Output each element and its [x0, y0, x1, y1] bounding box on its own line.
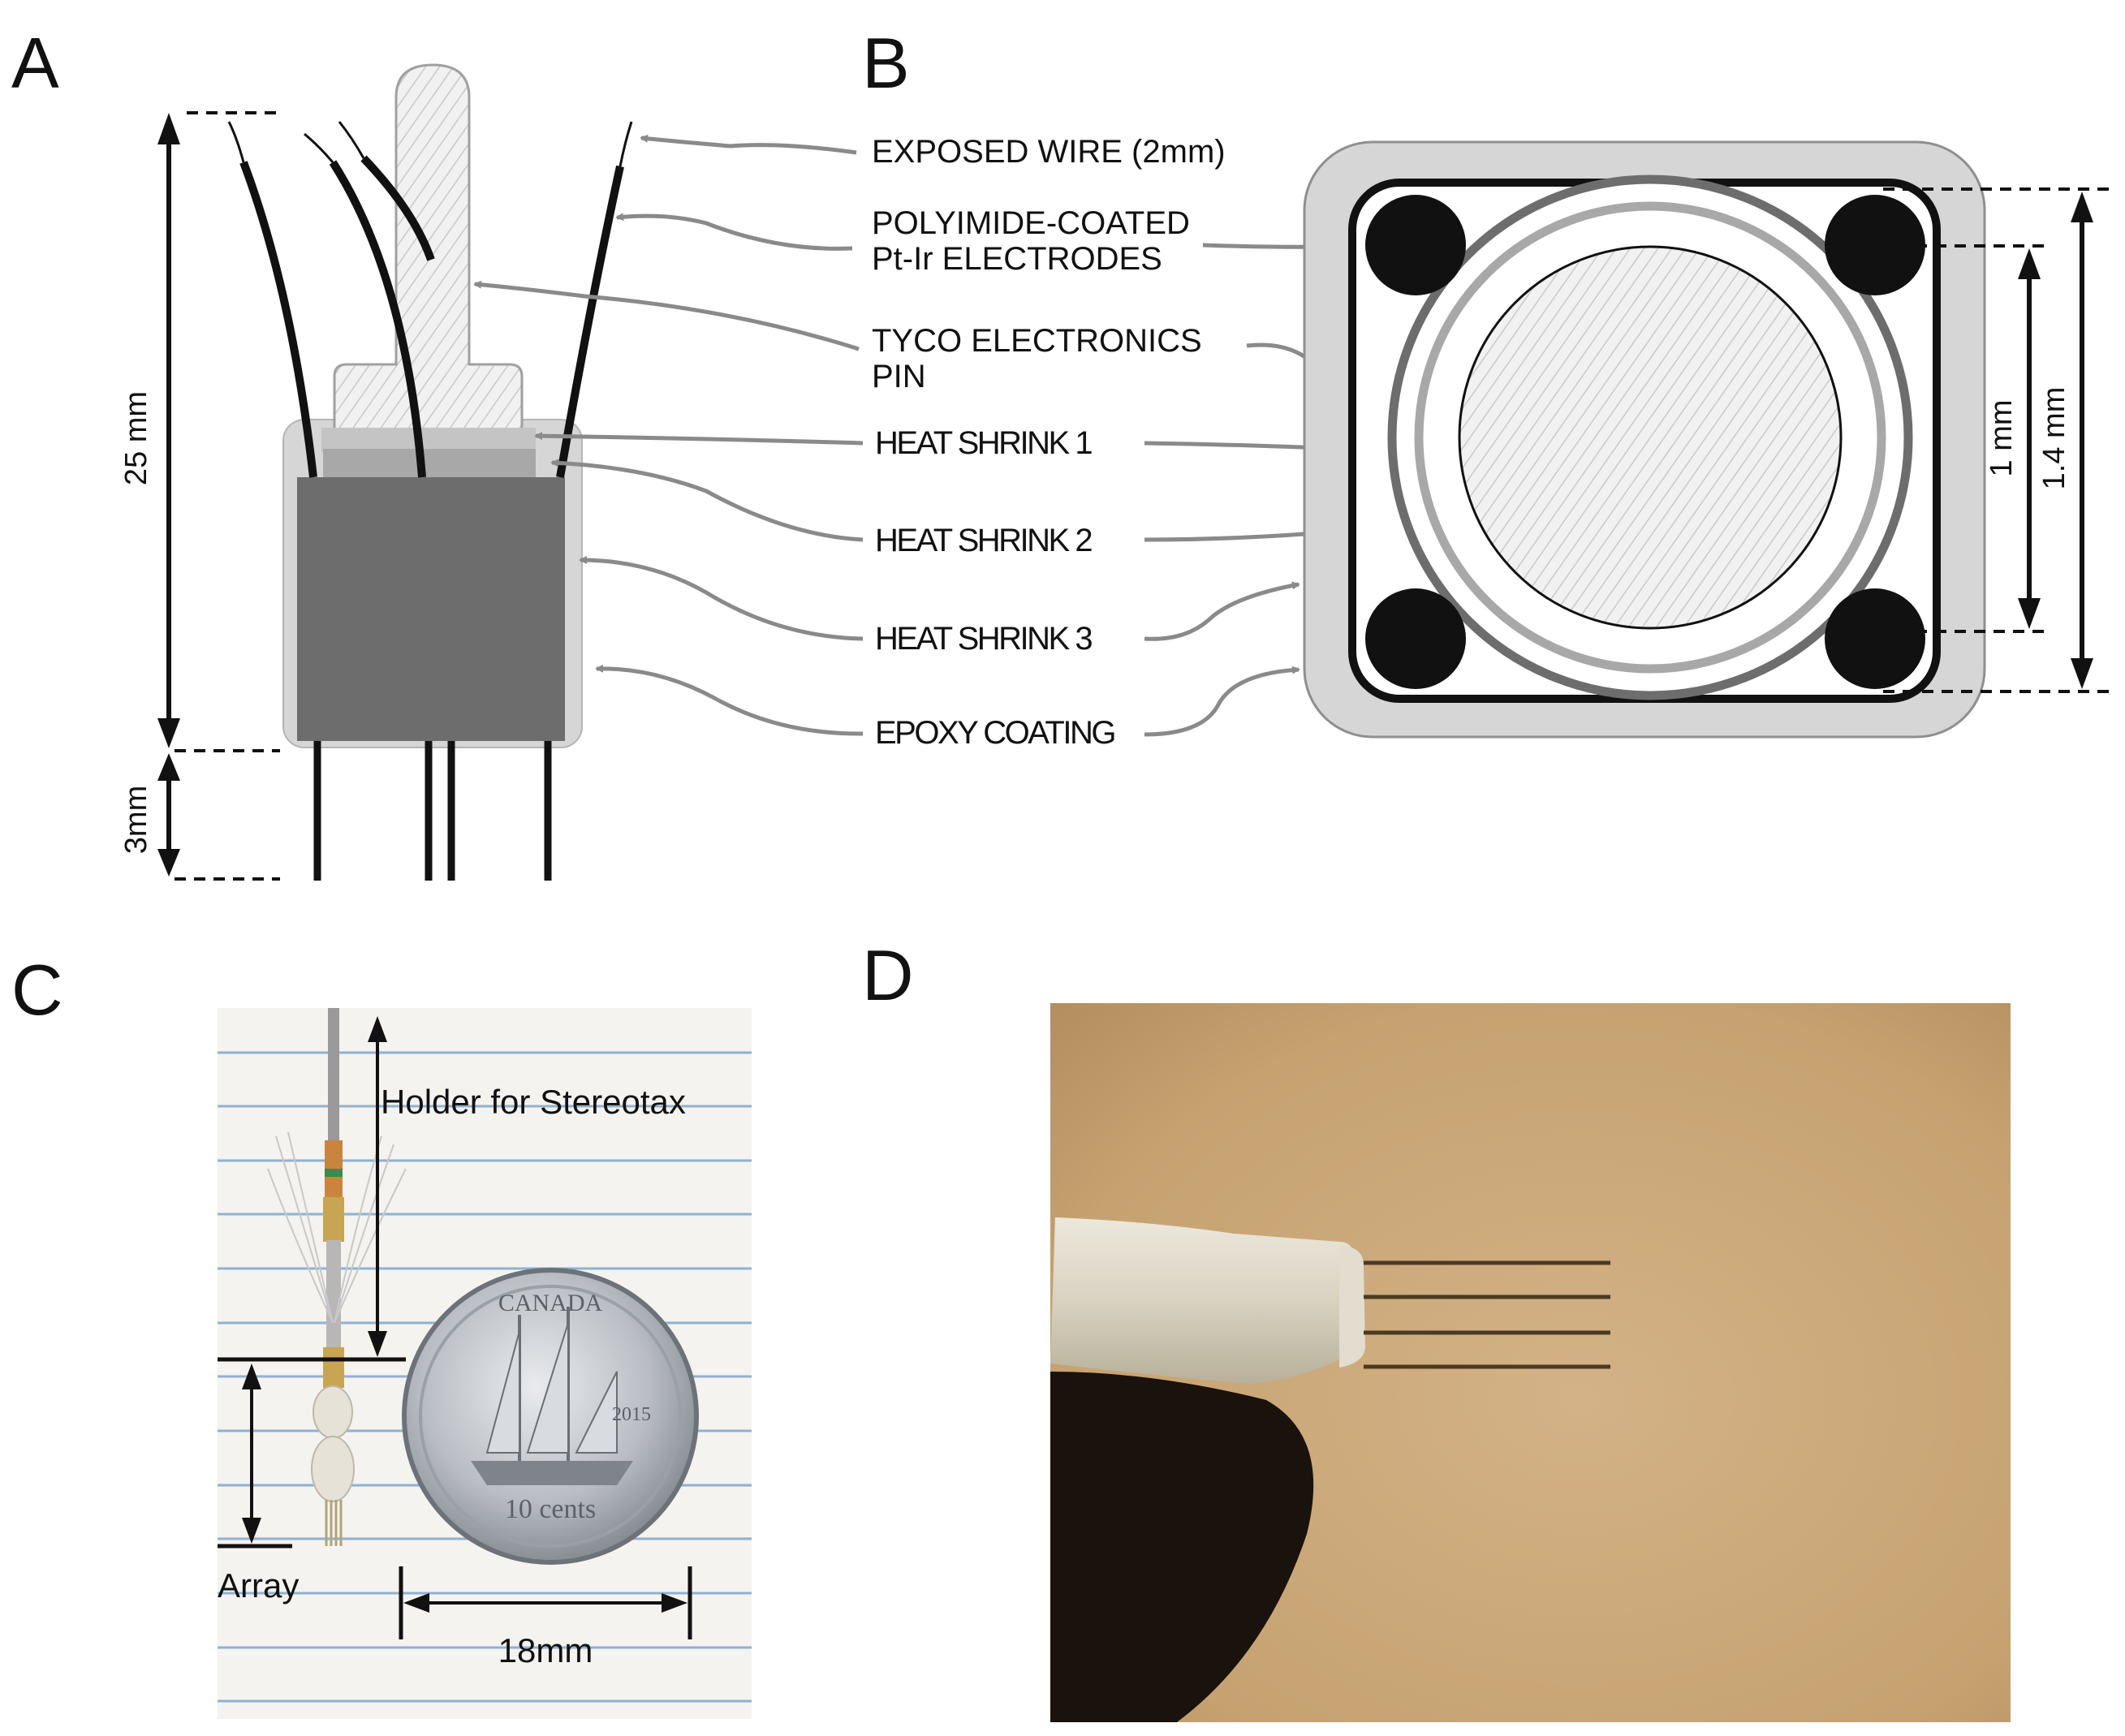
heat-shrink-3-shape: [297, 477, 565, 741]
electrode-top-left: [1365, 195, 1466, 295]
epoxy-tip: [1339, 1246, 1365, 1368]
dim-label-25mm: 25 mm: [119, 391, 153, 485]
label-holder: Holder for Stereotax: [381, 1083, 686, 1121]
electrode-top-right: [1825, 195, 1925, 295]
panel-d-photo: [1050, 1003, 2011, 1722]
panel-letter-a: A: [11, 23, 59, 103]
label-electrodes-line2: Pt-Ir ELECTRODES: [872, 241, 1162, 277]
electrode-bottom-left: [1365, 588, 1466, 689]
coin-value-text: 10 cents: [505, 1494, 596, 1524]
label-coin-width: 18mm: [498, 1631, 593, 1669]
panel-letter-b: B: [862, 23, 910, 103]
wire-2-exposed: [304, 132, 334, 163]
label-exposed-wire: EXPOSED WIRE (2mm): [872, 134, 1226, 170]
label-heat-shrink-3: HEAT SHRINK 3: [875, 621, 1092, 657]
coin-year-text: 2015: [612, 1404, 651, 1425]
callout-labels: EXPOSED WIRE (2mm) POLYIMIDE-COATED Pt-I…: [872, 134, 1226, 751]
wire-4-exposed: [619, 121, 633, 167]
label-electrodes-line1: POLYIMIDE-COATED: [872, 205, 1190, 241]
label-pin-line1: TYCO ELECTRONICS: [872, 323, 1202, 359]
stereotax-rod: [328, 1008, 339, 1146]
wire-3-exposed: [338, 121, 365, 159]
panel-b-drawing: 1 mm 1.4 mm: [1303, 140, 2112, 739]
array-body: [312, 1385, 353, 1439]
heat-shrink-2-shape: [323, 449, 536, 480]
wire-1-exposed: [227, 121, 245, 163]
panel-a-drawing: 25 mm 3mm: [119, 63, 633, 881]
electrode-tines: [1364, 1260, 1610, 1369]
label-epoxy-coating: EPOXY COATING: [875, 715, 1114, 751]
heat-shrink-1-shape: [321, 428, 536, 452]
label-array: Array: [218, 1566, 299, 1605]
panel-letter-d: D: [862, 935, 914, 1015]
wire-1: [239, 161, 317, 478]
panel-c-photo: CANADA 2015 10 cents Holder for Stereota…: [218, 1008, 752, 1719]
tyco-pin-cross-section: [1458, 245, 1843, 630]
coin-country-text: CANADA: [498, 1290, 603, 1316]
dim-label-1-4mm: 1.4 mm: [2037, 387, 2071, 490]
dim-label-1mm: 1 mm: [1985, 400, 2019, 477]
label-heat-shrink-1: HEAT SHRINK 1: [875, 425, 1092, 461]
panel-letter-c: C: [11, 950, 63, 1030]
label-heat-shrink-2: HEAT SHRINK 2: [875, 523, 1092, 558]
label-pin-line2: PIN: [872, 359, 926, 394]
dim-label-3mm: 3mm: [119, 786, 153, 854]
wire-3: [360, 155, 435, 261]
wire-2: [329, 160, 426, 478]
electrode-bottom-right: [1825, 588, 1925, 689]
shadow-finger: [1050, 1372, 1314, 1722]
wire-4: [556, 165, 624, 478]
